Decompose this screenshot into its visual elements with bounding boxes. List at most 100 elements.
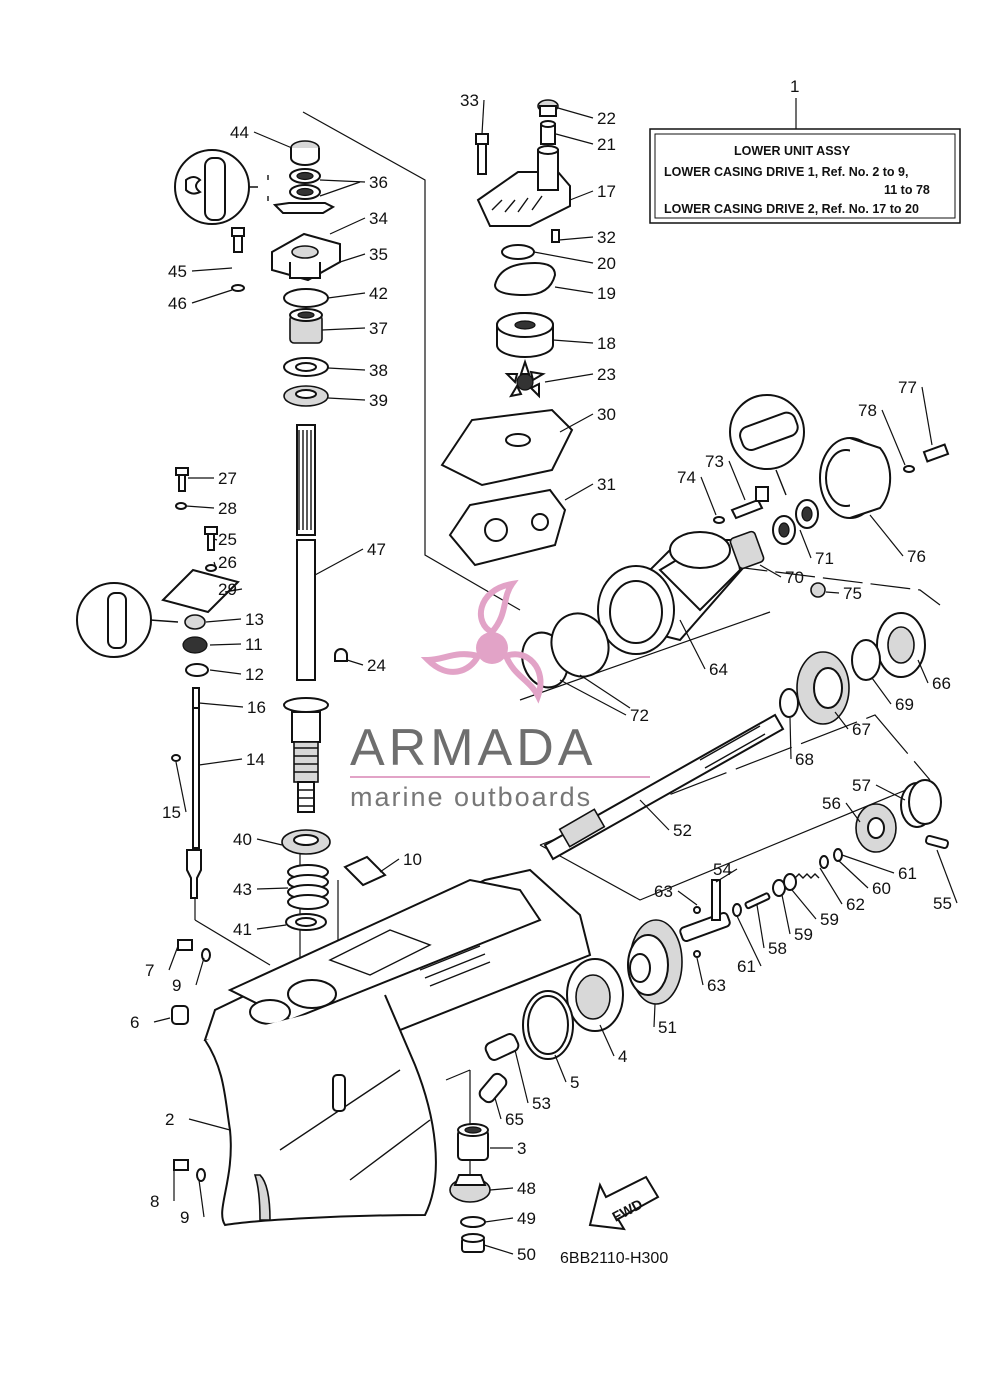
part-label-53: 53 [532,1094,551,1113]
part-label-10: 10 [403,850,422,869]
leader-line-62 [819,867,843,905]
leader-line-50 [483,1244,514,1255]
leader-line-48 [489,1187,514,1191]
leader-line-45 [191,267,233,272]
leader-line-15 [175,761,187,813]
leader-line-9 [198,1179,205,1218]
leader-line-75 [825,591,840,594]
leader-line-19 [554,286,594,294]
leader-line-34 [329,217,366,235]
part-callouts: 2345678991011121314151617181920212223242… [130,91,958,1264]
leader-line-extra [579,674,631,709]
leader-line-56 [845,802,861,823]
part-label-59: 59 [820,910,839,929]
leader-line-14 [198,758,243,766]
leader-line-46 [191,289,233,304]
part-label-42: 42 [369,284,388,303]
part-label-23: 23 [597,365,616,384]
shift-rod-group [161,467,240,899]
part-label-4: 4 [618,1047,627,1066]
part-label-69: 69 [895,695,914,714]
watermark: ARMADA marine outboards [350,579,650,812]
part-label-31: 31 [597,475,616,494]
part-label-55: 55 [933,894,952,913]
leader-line-9 [195,957,205,986]
leader-line-64 [679,619,706,670]
grease-callout-shift [76,582,179,658]
propeller-logo-icon [420,579,544,704]
part-label-38: 38 [369,361,388,380]
fwd-arrow-icon: FWD [588,1175,660,1231]
leader-line-22 [557,107,594,119]
leader-line-13 [205,618,242,623]
part-label-25: 25 [218,530,237,549]
leader-line-41 [256,924,287,930]
lower-case [171,868,592,1253]
leader-line-49 [484,1217,514,1223]
part-label-68: 68 [795,750,814,769]
leader-line-37 [321,327,366,331]
leader-line-55 [936,849,958,904]
part-label-47: 47 [367,540,386,559]
leader-line-72 [559,679,627,716]
part-label-44: 44 [230,123,249,142]
part-label-14: 14 [246,750,265,769]
leader-line-66 [917,659,929,684]
part-label-20: 20 [597,254,616,273]
part-label-6: 6 [130,1013,139,1032]
leader-line-54 [715,868,738,883]
part-label-67: 67 [852,720,871,739]
leader-line-25 [213,538,218,541]
part-label-33: 33 [460,91,479,110]
leader-line-11 [209,643,242,646]
leader-line-69 [871,677,892,705]
leader-line-47 [314,548,364,576]
part-label-36: 36 [369,173,388,192]
leader-line-52 [639,799,670,831]
leader-line-12 [209,669,242,675]
leader-line-61 [841,854,895,874]
leader-line-53 [514,1049,529,1104]
leader-line-21 [555,133,594,145]
leader-line-20 [533,251,594,264]
part-label-78: 78 [858,401,877,420]
part-label-45: 45 [168,262,187,281]
part-label-61: 61 [737,957,756,976]
part-label-39: 39 [369,391,388,410]
leader-line-28 [185,505,215,509]
leader-line-23 [544,373,594,383]
prop-shaft-housing-group [478,437,950,1104]
leader-line-59 [791,889,817,920]
part-label-63: 63 [654,882,673,901]
part-label-9: 9 [180,1208,189,1227]
part-label-62: 62 [846,895,865,914]
part-label-13: 13 [245,610,264,629]
part-label-59: 59 [794,925,813,944]
part-label-30: 30 [597,405,616,424]
leader-line-58 [756,904,765,949]
leader-line-38 [327,367,366,371]
leader-line-68 [789,717,792,760]
info-box: 1 LOWER UNIT ASSY LOWER CASING DRIVE 1, … [649,77,961,224]
leader-line-78 [881,409,906,466]
leader-line-70 [759,564,782,578]
part-label-21: 21 [597,135,616,154]
part-label-9: 9 [172,976,181,995]
part-label-73: 73 [705,452,724,471]
part-label-26: 26 [218,553,237,572]
leader-line-4 [599,1024,615,1057]
part-label-40: 40 [233,830,252,849]
part-label-57: 57 [852,776,871,795]
leader-line-36 [319,179,366,183]
leader-line-39 [327,397,366,401]
leader-line-6 [153,1017,171,1023]
part-label-64: 64 [709,660,728,679]
part-label-66: 66 [932,674,951,693]
part-label-58: 58 [768,939,787,958]
part-label-7: 7 [145,961,154,980]
part-label-35: 35 [369,245,388,264]
leader-line-10 [379,858,400,873]
leader-line-77 [921,386,933,446]
part-label-41: 41 [233,920,252,939]
